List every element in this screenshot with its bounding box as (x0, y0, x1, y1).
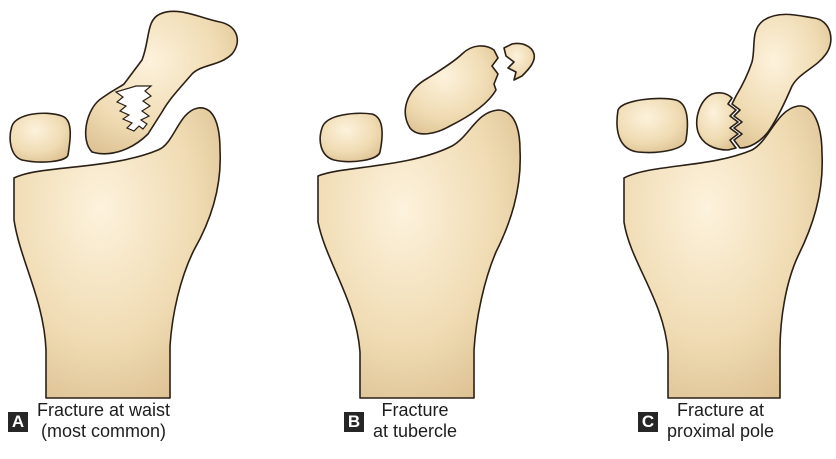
lunate-bone (617, 98, 687, 152)
caption-b: B Fracture at tubercle (344, 400, 457, 442)
caption-line-2: (most common) (37, 421, 170, 442)
caption-line-2: proximal pole (667, 421, 774, 442)
caption-line-1: Fracture at (667, 400, 774, 421)
panel-letter-badge: A (8, 412, 28, 432)
panel-letter-badge: C (638, 412, 658, 432)
caption-text: Fracture at waist (most common) (37, 400, 170, 442)
proximal-pole-fragment (697, 93, 738, 150)
caption-text: Fracture at proximal pole (667, 400, 774, 442)
caption-line-2: at tubercle (373, 421, 457, 442)
panel-c-illustration (600, 0, 836, 400)
caption-text: Fracture at tubercle (373, 400, 457, 442)
lunate-bone (320, 113, 382, 161)
caption-c: C Fracture at proximal pole (638, 400, 774, 442)
panel-a-illustration (0, 0, 280, 400)
caption-line-1: Fracture (373, 400, 457, 421)
caption-a: A Fracture at waist (most common) (8, 400, 170, 442)
lunate-bone (10, 113, 70, 162)
tubercle-fragment (504, 43, 534, 80)
panel-letter-badge: B (344, 412, 364, 432)
panel-b-illustration (300, 0, 560, 400)
caption-line-1: Fracture at waist (37, 400, 170, 421)
